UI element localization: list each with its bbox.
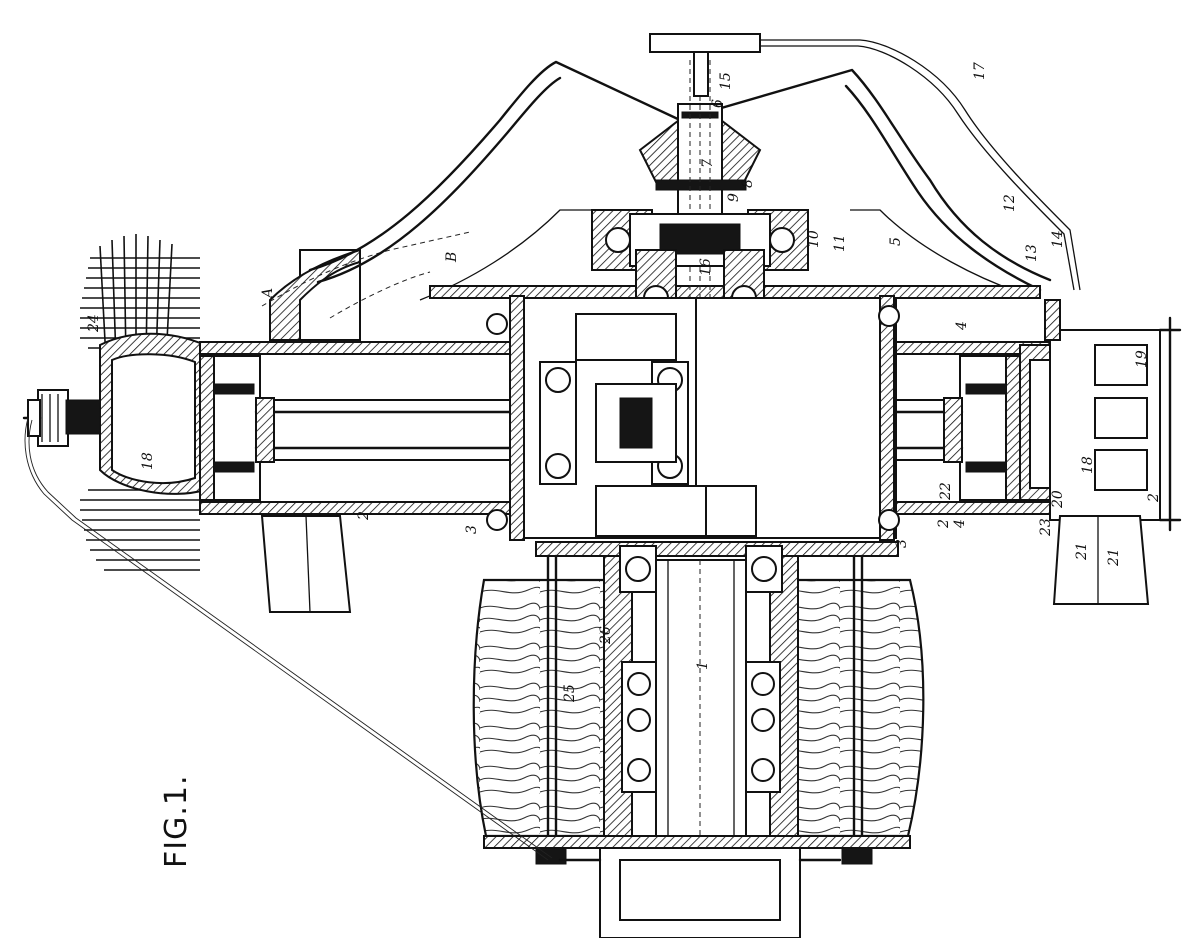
ref-23: 23 [1038,518,1054,537]
right-port-lower [1052,515,1150,605]
ref-7: 7 [700,159,716,168]
ref-15: 15 [718,72,734,90]
ref-10: 10 [806,230,822,248]
left-cylinder-assembly [22,231,548,613]
ref-3b: 3 [894,539,910,548]
ref-4b: 4 [952,519,968,529]
left-cooling-fins [80,257,200,571]
ref-2c: 2 [1146,493,1162,503]
ref-19: 19 [1134,350,1150,368]
ref-16: 16 [698,258,714,276]
ref-8: 8 [740,179,756,188]
ref-25: 25 [562,684,578,703]
ref-12: 12 [1002,194,1018,212]
figure-title: FIG.1. [159,774,194,868]
propeller-hub [472,541,925,938]
ref-3a: 3 [464,525,480,534]
ref-21a: 21 [1074,542,1090,561]
left-piston [199,355,261,501]
right-piston [959,355,1021,501]
ignition-wire [24,417,549,861]
ref-A: A [260,288,276,300]
ref-4a: 4 [954,321,970,331]
t-handle [649,33,1081,291]
ref-B: B [444,252,460,263]
spark-plug [22,389,101,447]
ref-22: 22 [938,482,954,501]
ref-6: 6 [710,99,726,108]
ref-13: 13 [1024,244,1040,262]
ref-18b: 18 [1080,456,1096,474]
left-port-lower [260,515,352,613]
transfer-duct [269,248,361,341]
left-connecting-rod [254,397,548,463]
crankcase [486,295,900,541]
ref-17: 17 [972,62,988,80]
ref-11: 11 [832,234,848,252]
ref-21b: 21 [1106,548,1122,567]
ref-14: 14 [1050,230,1066,248]
ref-24: 24 [86,314,102,333]
left-cylinder-wall-top [199,341,521,355]
ref-20: 20 [1050,490,1066,509]
ref-2b: 2 [936,519,952,529]
reference-numerals: 1 2 2 2 3 3 4 4 5 6 7 8 9 10 11 12 13 14… [86,62,1162,703]
ref-1: 1 [695,661,711,670]
ref-18a: 18 [140,452,156,470]
ref-2a: 2 [356,511,372,521]
ref-9: 9 [726,193,742,202]
ref-26: 26 [598,626,614,645]
ref-5: 5 [888,237,904,246]
